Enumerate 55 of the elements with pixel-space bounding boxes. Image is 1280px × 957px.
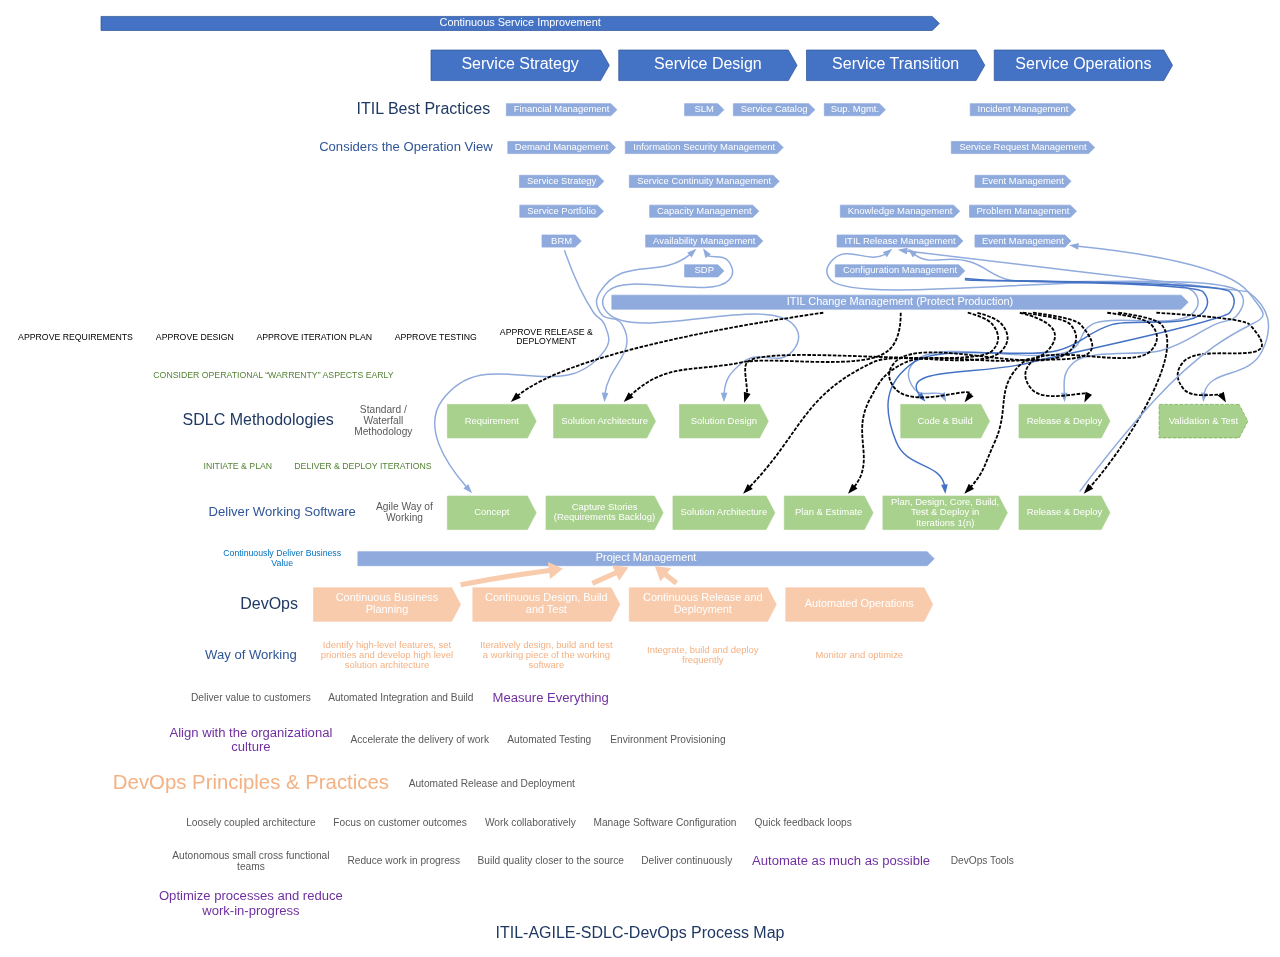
node-label: Identify high-level features, set priorities and develop high level solution architecture xyxy=(320,638,454,670)
label: Deliver continuously xyxy=(641,854,733,866)
label: APPROVE ITERATION PLAN xyxy=(256,331,373,342)
label: Continuously Deliver Business Value xyxy=(223,547,342,568)
label: SDLC Methodologies xyxy=(182,410,334,428)
label: Manage Software Configuration xyxy=(593,816,737,828)
label: Work collaboratively xyxy=(484,816,576,828)
label: Optimize processes and reduce work-in-progress xyxy=(158,887,343,918)
label: DevOps xyxy=(240,594,298,612)
label: Quick feedback loops xyxy=(754,816,852,828)
arrow xyxy=(595,248,697,402)
label: APPROVE REQUIREMENTS xyxy=(18,331,133,342)
label: Environment Provisioning xyxy=(610,733,726,745)
arrow xyxy=(434,249,610,493)
label: Agile Way of Working xyxy=(376,500,433,523)
label: Loosely coupled architecture xyxy=(186,816,316,828)
node-label: Integrate, build and deploy frequently xyxy=(647,643,759,665)
label: Autonomous small cross functional teams xyxy=(172,849,330,872)
label: Automate as much as possible xyxy=(752,852,931,868)
label: ITIL Best Practices xyxy=(356,99,491,117)
label: Deliver Working Software xyxy=(208,503,356,519)
arrow xyxy=(847,311,1056,494)
node-label: Iteratively design, build and test a working piece of the working software xyxy=(480,638,613,670)
label: INITIATE & PLAN xyxy=(203,460,273,471)
label: CONSIDER OPERATIONAL “WARRENTY” ASPECTS EARLY xyxy=(153,369,394,380)
arrow xyxy=(602,247,800,402)
label: APPROVE TESTING xyxy=(394,331,477,342)
arrow xyxy=(623,311,902,402)
label: Considers the Operation View xyxy=(319,138,493,154)
arrow xyxy=(460,561,563,587)
diagram-title: ITIL-AGILE-SDLC-DevOps Process Map xyxy=(495,923,785,941)
label: Automated Release and Deployment xyxy=(408,777,575,789)
arrow xyxy=(1069,242,1264,492)
label: Measure Everything xyxy=(492,689,609,705)
label: Way of Working xyxy=(205,646,297,662)
arrow xyxy=(743,311,1009,494)
label: Align with the organizational culture xyxy=(169,724,333,754)
label: Accelerate the delivery of work xyxy=(350,733,489,745)
node-label: Monitor and optimize xyxy=(815,648,904,660)
arrow xyxy=(510,311,825,402)
arrow xyxy=(1083,311,1169,494)
label: APPROVE DESIGN xyxy=(155,331,234,342)
arrow xyxy=(964,311,1093,494)
label: Reduce work in progress xyxy=(347,854,460,866)
label: DevOps Principles & Practices xyxy=(112,770,389,793)
label: Deliver value to customers xyxy=(190,691,311,703)
label: Standard / Waterfall Methodology xyxy=(354,403,413,437)
label: Focus on customer outcomes xyxy=(333,816,467,828)
label: Build quality closer to the source xyxy=(477,854,624,866)
label: Automated Testing xyxy=(507,733,592,745)
label: DevOps Tools xyxy=(950,854,1014,866)
label: Automated Integration and Build xyxy=(328,691,474,703)
label: DELIVER & DEPLOY ITERATIONS xyxy=(294,460,432,471)
label: APPROVE RELEASE & DEPLOYMENT xyxy=(499,326,593,346)
arrow xyxy=(591,564,629,586)
